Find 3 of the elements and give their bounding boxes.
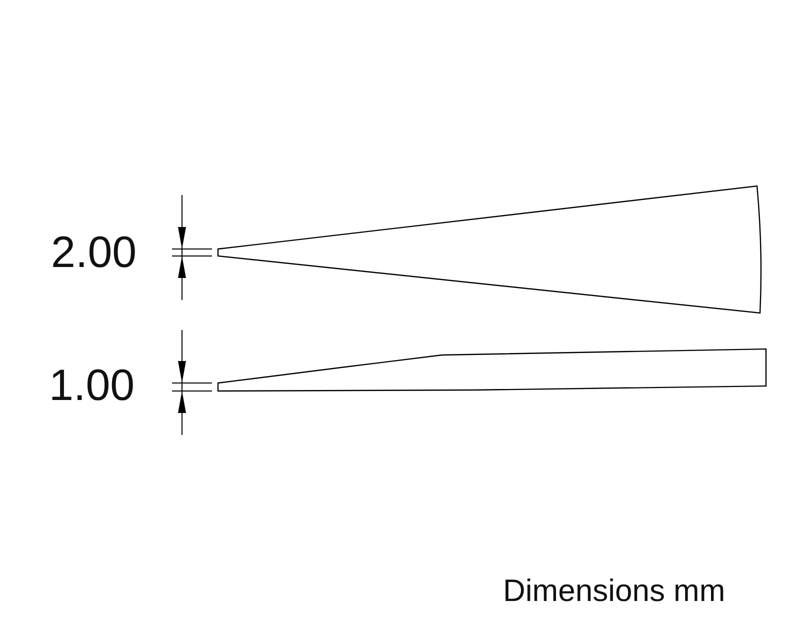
units-note: Dimensions mm: [503, 575, 726, 606]
dimension-value: 1.00: [49, 364, 135, 408]
dimension-value: 2.00: [51, 231, 137, 275]
